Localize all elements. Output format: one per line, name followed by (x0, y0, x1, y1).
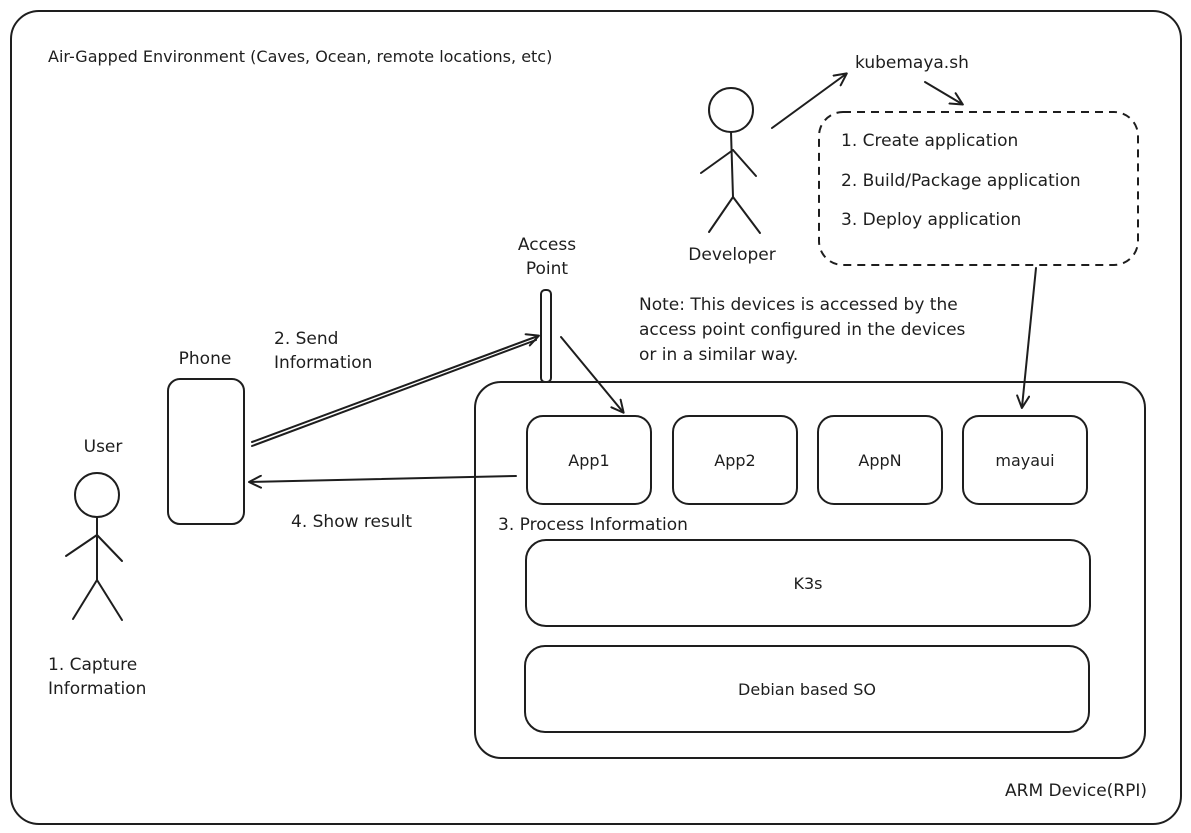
kubemaya-step-2: 2. Build/Package application (841, 171, 1081, 191)
show-result-label: 4. Show result (291, 512, 412, 532)
send-label-line1: 2. Send (274, 329, 338, 349)
capture-label-line2: Information (48, 679, 146, 699)
developer-label: Developer (688, 245, 775, 265)
k3s-label: K3s (793, 574, 822, 593)
developer-to-kubemaya-arrow (771, 72, 848, 129)
appn-box (817, 415, 943, 505)
show-result-arrow (248, 474, 517, 489)
access-point-to-app1-arrow (560, 336, 625, 414)
access-point-antenna (540, 289, 552, 383)
phone-device (167, 378, 245, 525)
developer-figure (700, 87, 761, 234)
note-line-1: Note: This devices is accessed by the (639, 295, 958, 315)
mayaui-box (962, 415, 1088, 505)
os-label: Debian based SO (738, 680, 876, 699)
app1-box (526, 415, 652, 505)
app2-box (672, 415, 798, 505)
kubemaya-to-steps-arrow (924, 81, 964, 106)
k3s-layer (525, 539, 1091, 627)
kubemaya-label: kubemaya.sh (855, 53, 969, 73)
phone-label: Phone (179, 349, 232, 369)
arm-device-label: ARM Device(RPI) (1005, 781, 1147, 801)
app1-label: App1 (568, 451, 609, 470)
note-line-2: access point configured in the devices (639, 320, 966, 340)
capture-label-line1: 1. Capture (48, 655, 137, 675)
os-layer (524, 645, 1090, 733)
process-information-label: 3. Process Information (498, 515, 688, 535)
user-figure (65, 472, 123, 621)
kubemaya-steps-box (818, 111, 1139, 266)
note-line-3: or in a similar way. (639, 345, 798, 365)
mayaui-label: mayaui (995, 451, 1054, 470)
kubemaya-step-1: 1. Create application (841, 131, 1018, 151)
environment-title: Air-Gapped Environment (Caves, Ocean, re… (48, 47, 552, 66)
appn-label: AppN (858, 451, 901, 470)
user-label: User (84, 437, 123, 457)
access-point-label-line1: Access (518, 235, 576, 255)
send-information-arrow (251, 333, 540, 443)
app2-label: App2 (714, 451, 755, 470)
send-label-line2: Information (274, 353, 372, 373)
kubemaya-step-3: 3. Deploy application (841, 210, 1021, 230)
deploy-to-mayaui-arrow (1016, 267, 1037, 409)
access-point-label-line2: Point (526, 259, 569, 279)
